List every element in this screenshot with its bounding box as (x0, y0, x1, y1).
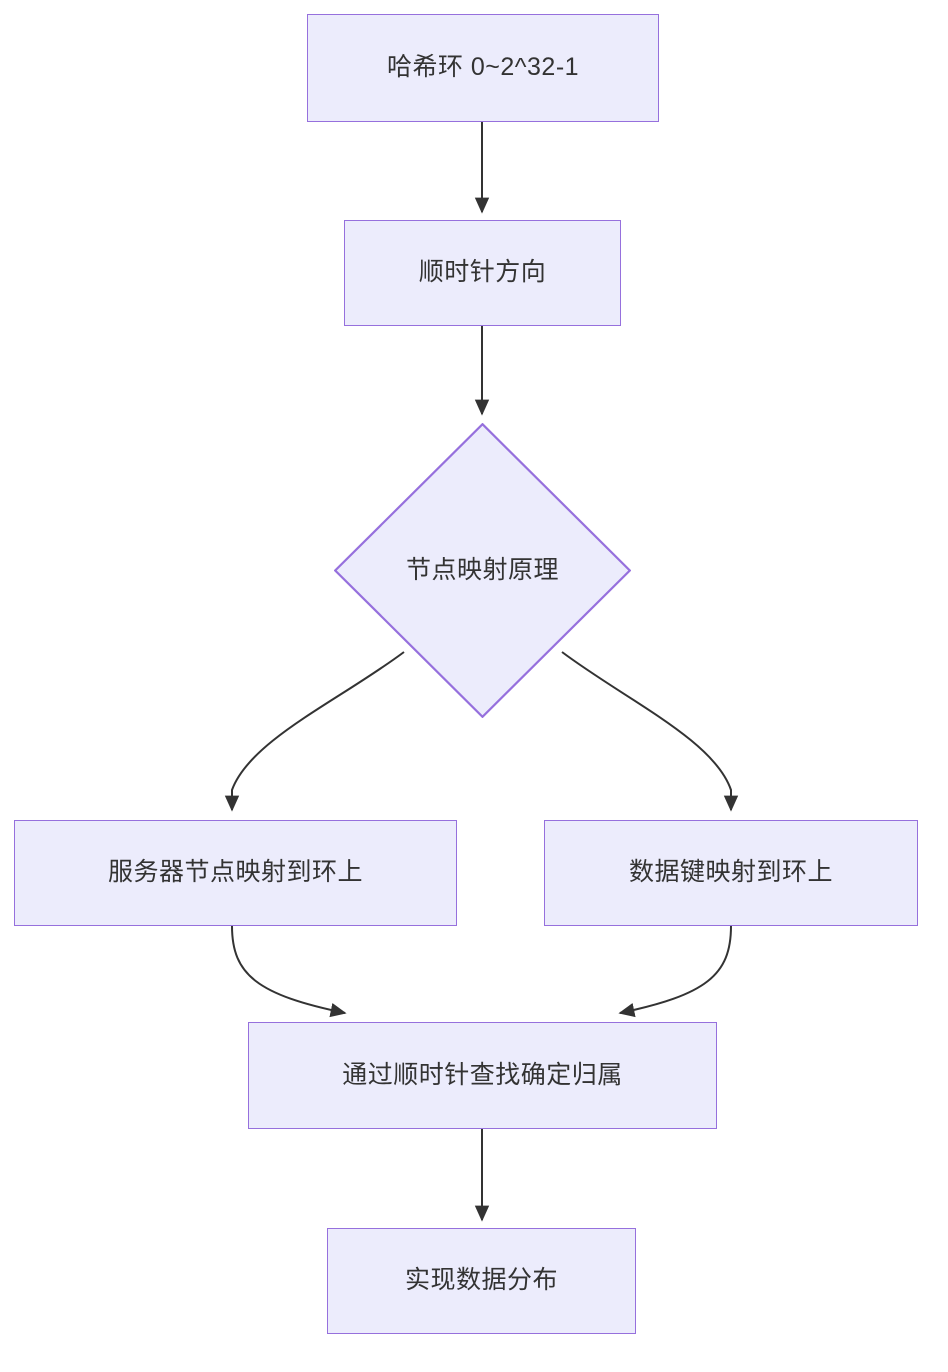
node-achieve-data-distribution[interactable]: 实现数据分布 (327, 1228, 636, 1334)
node-server-node-mapped-to-ring[interactable]: 服务器节点映射到环上 (14, 820, 457, 926)
node-hash-ring[interactable]: 哈希环 0~2^32-1 (307, 14, 659, 122)
node-clockwise-direction-label: 顺时针方向 (418, 258, 547, 287)
node-data-key-mapped-to-ring-label: 数据键映射到环上 (628, 858, 833, 887)
node-clockwise-direction[interactable]: 顺时针方向 (344, 220, 621, 326)
edge-servermap-to-lookup (231, 925, 347, 1018)
diamond-shape (334, 423, 631, 718)
node-clockwise-lookup-determines-ownership-label: 通过顺时针查找确定归属 (342, 1060, 623, 1089)
node-data-key-mapped-to-ring[interactable]: 数据键映射到环上 (544, 820, 918, 926)
node-achieve-data-distribution-label: 实现数据分布 (404, 1266, 558, 1295)
node-node-mapping-principle-label: 节点映射原理 (405, 555, 559, 584)
node-server-node-mapped-to-ring-label: 服务器节点映射到环上 (107, 858, 363, 887)
node-hash-ring-label: 哈希环 0~2^32-1 (386, 53, 580, 82)
node-clockwise-lookup-determines-ownership[interactable]: 通过顺时针查找确定归属 (248, 1022, 717, 1129)
edge-keymap-to-lookup (618, 925, 732, 1018)
node-node-mapping-principle[interactable]: 节点映射原理 (334, 423, 631, 718)
